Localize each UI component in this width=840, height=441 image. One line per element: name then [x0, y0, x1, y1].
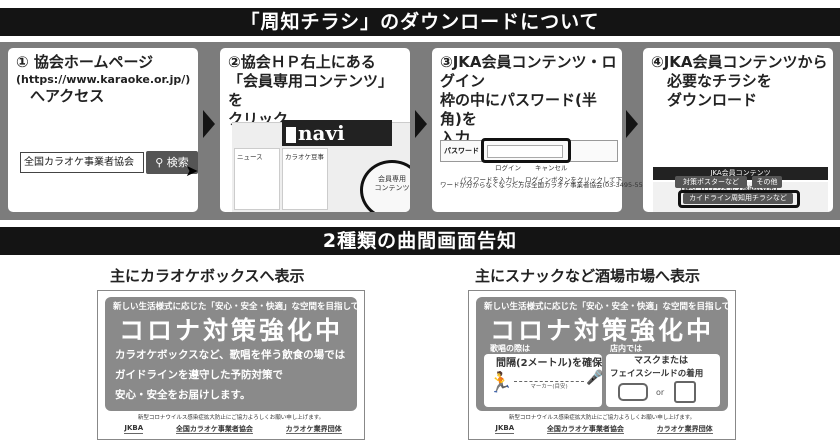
poster-body-line3: 安心・安全をお届けします。 — [115, 389, 251, 401]
association-logo: 全国カラオケ事業者協会 — [175, 425, 253, 434]
box2-text-line2: フェイスシールドの着用 — [610, 369, 704, 379]
step-1-url: (https://www.karaoke.or.jp/) — [16, 73, 191, 86]
step-3-title: ③JKA会員コンテンツ・ログイン 枠の中にパスワード(半角)を 入力 — [440, 53, 618, 148]
navi-mark-icon — [286, 126, 296, 143]
step-1-title-line2: へアクセス — [30, 87, 105, 105]
password-input[interactable] — [487, 145, 563, 158]
poster-footer: 新型コロナウイルス感染症拡大防止にご協力よろしくお願い申し上げます。 — [137, 415, 325, 421]
navi-logo: navi — [282, 120, 392, 146]
step-2-card: ②協会ＨＰ右上にある 「会員専用コンテンツ」を クリック navi ニュース カ… — [220, 48, 410, 212]
cursor-icon: ➤ — [185, 161, 198, 180]
snack-bar-poster: 新しい生活様式に応じた「安心・安全・快適」な空間を目指して コロナ対策強化中 歌… — [468, 290, 736, 440]
industry-logo: カラオケ業界団体 — [656, 425, 713, 434]
poster-header: 新しい生活様式に応じた「安心・安全・快適」な空間を目指して — [113, 302, 360, 312]
poster-body: カラオケボックスなど、歌唱を伴う飲食の場では ガイドラインを遵守した予防対策で … — [115, 345, 351, 405]
poster-headline: コロナ対策強化中 — [118, 316, 343, 345]
guideline-flyer-button[interactable]: カイドライン周知用チラシなど — [683, 193, 793, 204]
distance-box: 🏃 間隔(2メートル)を確保 マーカー(目安) 🎤 — [484, 354, 604, 407]
arrow-icon — [203, 110, 215, 138]
box1-title: 歌唱の際は — [490, 344, 530, 353]
step-1-card: ① 協会ホームページ (https://www.karaoke.or.jp/) … — [8, 48, 198, 212]
poster-body-line1: カラオケボックスなど、歌唱を伴う飲食の場では — [115, 349, 346, 361]
search-button[interactable]: ⚲ 検索 — [146, 151, 198, 174]
step-4-title-line2: 必要なチラシを — [667, 72, 772, 90]
poster-main-area: 新しい生活様式に応じた「安心・安全・快適」な空間を目指して コロナ対策強化中 カ… — [105, 297, 360, 411]
poster-headline: コロナ対策強化中 — [489, 316, 714, 345]
step-4-title-line3: ダウンロード — [667, 91, 758, 109]
download-section-title: 「周知チラシ」のダウンロードについて — [0, 8, 840, 36]
jkba-logo: JKBA — [124, 424, 144, 434]
poster-logos: JKBA 全国カラオケ事業者協会 カラオケ業界団体 — [108, 424, 358, 434]
face-shield-icon — [674, 381, 696, 403]
step-4-title-line1: ④JKA会員コンテンツから — [651, 53, 828, 71]
other-button[interactable]: その他 — [752, 176, 782, 188]
industry-logo: カラオケ業界団体 — [285, 425, 342, 434]
cancel-button[interactable]: キャンセル — [535, 164, 568, 172]
distance-hint: マーカー(目安) — [514, 381, 584, 390]
poster-button[interactable]: 対策ポスターなど — [675, 176, 747, 188]
poster-logos: JKBA 全国カラオケ事業者協会 カラオケ業界団体 — [479, 424, 729, 434]
member-content-link[interactable]: 会員専用 コンテンツ — [360, 160, 410, 212]
step-3-title-line1: ③JKA会員コンテンツ・ログイン — [440, 53, 617, 90]
step-2-title-line1: ②協会ＨＰ右上にある — [228, 53, 376, 71]
member-content-line1: 会員専用 — [378, 175, 406, 183]
login-form: パスワード — [440, 138, 618, 163]
mask-box: マスクまたは フェイスシールドの着用 or — [606, 354, 720, 407]
notice-section-title: 2種類の曲間画面告知 — [0, 227, 840, 255]
search-button-label: 検索 — [166, 156, 189, 169]
search-input[interactable]: 全国カラオケ事業者協会 — [20, 152, 144, 173]
poster-footer: 新型コロナウイルス感染症拡大防止にご協力よろしくお願い申し上げます。 — [508, 415, 696, 421]
box2-title: 店内では — [610, 344, 642, 353]
search-icon: ⚲ — [155, 156, 164, 169]
arrow-icon — [415, 110, 427, 138]
karaoke-box-poster: 新しい生活様式に応じた「安心・安全・快適」な空間を目指して コロナ対策強化中 カ… — [97, 290, 365, 440]
box2-text: マスクまたは — [634, 356, 688, 367]
mask-icon — [618, 383, 648, 401]
step-3-title-line2: 枠の中にパスワード(半角)を — [440, 91, 597, 128]
box1-text: 間隔(2メートル)を確保 — [496, 358, 603, 369]
password-label: パスワード — [444, 147, 479, 155]
password-highlight — [481, 138, 571, 163]
covid-tag: 【新型コロナウイルス感染症対策】 — [677, 185, 781, 193]
poster-body-line2: ガイドラインを遵守した予防対策で — [115, 369, 283, 381]
right-subtitle: 主にスナックなど酒場市場へ表示 — [475, 267, 701, 285]
association-logo: 全国カラオケ事業者協会 — [546, 425, 624, 434]
news-column-head: ニュース — [237, 153, 263, 161]
guideline-highlight — [678, 190, 800, 208]
step-1-title-line1: ① 協会ホームページ — [16, 53, 154, 71]
step-2-title-line2: 「会員専用コンテンツ」を — [228, 72, 394, 109]
step-4-title: ④JKA会員コンテンツから 必要なチラシを ダウンロード — [651, 53, 829, 110]
login-button[interactable]: ログイン — [495, 164, 521, 172]
person-icon: 🏃 — [488, 370, 513, 394]
member-content-line2: コンテンツ — [374, 184, 410, 192]
step-2-title: ②協会ＨＰ右上にある 「会員専用コンテンツ」を クリック — [228, 53, 406, 129]
left-subtitle: 主にカラオケボックスへ表示 — [110, 267, 305, 285]
news-column: ニュース — [234, 148, 280, 210]
arrow-icon — [626, 110, 638, 138]
karaoke-column: カラオケ豆事 — [282, 148, 328, 210]
box2-text-line1: マスクまたは — [634, 356, 689, 366]
poster-header: 新しい生活様式に応じた「安心・安全・快適」な空間を目指して — [484, 302, 731, 312]
login-instruction: パスワードを入力し、ログインボタンをクリックして下さい。 — [460, 176, 622, 184]
step-3-card: ③JKA会員コンテンツ・ログイン 枠の中にパスワード(半角)を 入力 パスワード… — [432, 48, 622, 212]
karaoke-column-head: カラオケ豆事 — [285, 153, 324, 161]
contact-note: ワードが分からなくなった方は全国カラオケ事業者協会(03-3495-5581)ま — [440, 181, 661, 189]
mic-icon: 🎤 — [586, 370, 604, 386]
navi-logo-text: navi — [298, 121, 345, 145]
step-1-title: ① 協会ホームページ (https://www.karaoke.or.jp/) … — [16, 53, 194, 106]
poster-main-area: 新しい生活様式に応じた「安心・安全・快適」な空間を目指して コロナ対策強化中 歌… — [476, 297, 731, 411]
or-text: or — [656, 388, 665, 397]
jkba-logo: JKBA — [495, 424, 515, 434]
